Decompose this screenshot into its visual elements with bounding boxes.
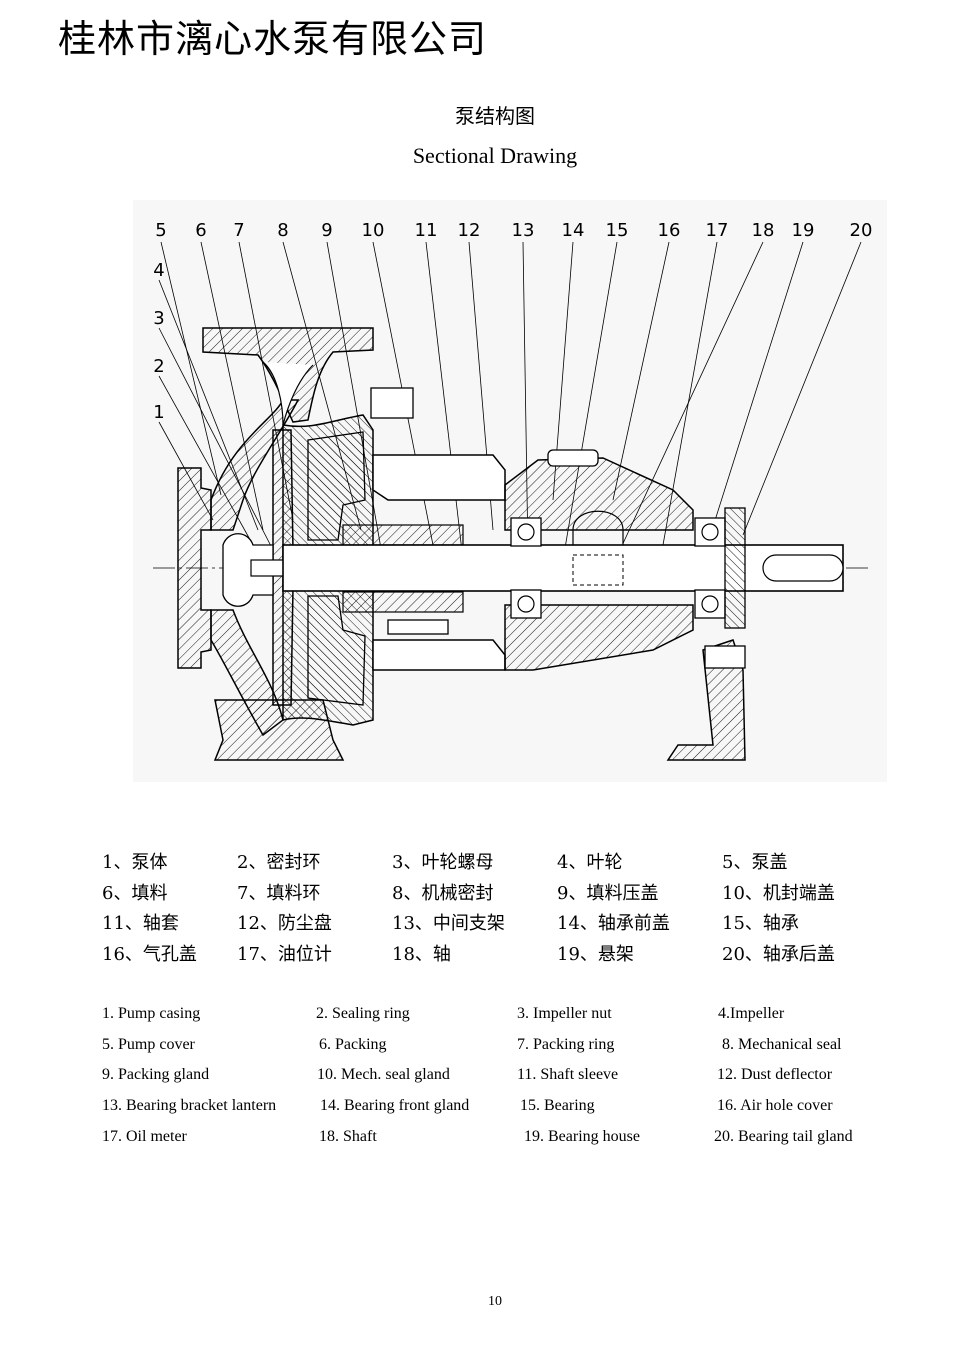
- callout-label-5: 5: [155, 220, 166, 241]
- legend-en-item: 17. Oil meter: [102, 1127, 187, 1145]
- rear-bearing-bottom: [694, 589, 726, 619]
- legend-cn-item: 17、油位计: [237, 943, 332, 965]
- callout-leader-3: [158, 327, 274, 551]
- legend-cn-item: 13、中间支架: [392, 913, 505, 934]
- callout-label-10: 10: [362, 220, 385, 241]
- shaft-key: [762, 554, 844, 582]
- legend-cn-item: 9、填料压盖: [557, 882, 659, 904]
- callout-label-2: 2: [153, 356, 164, 377]
- legend-en-item: 4.Impeller: [718, 1005, 785, 1022]
- company-name: 桂林市漓心水泵有限公司: [58, 17, 488, 61]
- bracket-lower: [372, 639, 506, 671]
- legend-en-item: 16. Air hole cover: [717, 1097, 833, 1115]
- oil-meter: [572, 510, 624, 545]
- callout-leader-16: [612, 241, 670, 501]
- legend-cn-item: 11、轴套: [102, 913, 179, 934]
- pump-cover-top: [307, 431, 366, 541]
- callout-label-8: 8: [277, 220, 288, 241]
- callout-label-18: 18: [752, 220, 775, 241]
- foot-bolt: [704, 645, 746, 669]
- legend-cn-item: 19、悬架: [557, 943, 634, 965]
- callout-label-19: 19: [792, 220, 815, 241]
- sectional-drawing: 5 6 7 8 9 10 11 12 13 14 15 16 17 18 19 20 4 3 2 1: [133, 200, 887, 782]
- legend-en-item: 7. Packing ring: [517, 1035, 615, 1053]
- legend-cn-item: 5、泵盖: [722, 852, 788, 873]
- legend-cn-item: 18、轴: [392, 943, 451, 965]
- callout-labels: 5 6 7 8 9 10 11 12 13 14 15 16 17 18 19 20 4 3 2 1: [153, 220, 872, 423]
- legend-cn-item: 1、泵体: [102, 852, 168, 873]
- callout-label-13: 13: [512, 220, 535, 241]
- callout-label-12: 12: [458, 220, 481, 241]
- legend-en-item: 20. Bearing tail gland: [714, 1127, 853, 1145]
- legend-en-item: 10. Mech. seal gland: [317, 1066, 450, 1084]
- callout-label-7: 7: [233, 220, 244, 241]
- legend-cn-item: 12、防尘盘: [237, 913, 332, 934]
- legend-cn-item: 14、轴承前盖: [557, 913, 670, 934]
- callout-leader-20: [742, 241, 862, 536]
- callout-label-16: 16: [658, 220, 681, 241]
- legend-cn-item: 6、填料: [102, 882, 168, 904]
- impeller-nut: [222, 533, 274, 607]
- seal-lower: [342, 591, 464, 613]
- callout-label-15: 15: [606, 220, 629, 241]
- legend-en-item: 6. Packing: [319, 1035, 387, 1053]
- pump-section-svg: 5 6 7 8 9 10 11 12 13 14 15 16 17 18 19 20 4 3 2 1: [133, 200, 887, 782]
- inlet-flange: [177, 467, 212, 669]
- legend-en-item: 1. Pump casing: [102, 1005, 201, 1022]
- legend-en-item: 2. Sealing ring: [316, 1005, 410, 1022]
- legend-en-item: 12. Dust deflector: [717, 1066, 833, 1084]
- legend-cn-item: 20、轴承后盖: [722, 943, 835, 965]
- legend-en-item: 19. Bearing house: [524, 1127, 640, 1145]
- legend-en-item: 9. Packing gland: [102, 1066, 210, 1084]
- legend-cn-item: 7、填料环: [237, 882, 321, 904]
- bracket-foot: [666, 639, 746, 761]
- bracket-upper: [372, 454, 506, 501]
- legend-en-item: 18. Shaft: [319, 1127, 377, 1145]
- callout-label-17: 17: [706, 220, 729, 241]
- legend-en-item: 15. Bearing: [520, 1097, 595, 1115]
- gland-bolt-top: [370, 387, 414, 419]
- legend-en-item: 14. Bearing front gland: [320, 1097, 470, 1115]
- callout-label-3: 3: [153, 308, 164, 329]
- shaft: [282, 544, 844, 592]
- front-bearing-bottom: [510, 589, 542, 619]
- legend-cn-item: 16、气孔盖: [102, 943, 197, 965]
- callout-label-14: 14: [562, 220, 585, 241]
- callout-label-11: 11: [415, 220, 438, 241]
- legend-cn-item: 8、机械密封: [392, 882, 494, 904]
- legend-en-item: 5. Pump cover: [102, 1035, 195, 1053]
- gland-bolt-bottom: [387, 619, 449, 635]
- bearing-house-bottom: [504, 604, 694, 671]
- callout-leader-11: [425, 241, 464, 561]
- callout-leader-6: [200, 241, 264, 531]
- legend-en-item: 11. Shaft sleeve: [517, 1066, 619, 1084]
- callout-label-4: 4: [153, 260, 164, 281]
- front-bearing-top: [510, 517, 542, 547]
- legend-cn-item: 4、叶轮: [557, 852, 623, 873]
- drawing-title-en: Sectional Drawing: [412, 143, 578, 168]
- pump-cover-bottom: [307, 595, 366, 706]
- legend-cn-item: 2、密封环: [237, 852, 321, 873]
- legend-en-item: 13. Bearing bracket lantern: [102, 1097, 277, 1115]
- legend-cn-item: 10、机封端盖: [722, 882, 835, 904]
- callout-label-1: 1: [153, 402, 164, 423]
- air-hole-cover: [547, 449, 599, 467]
- casing-foot: [213, 699, 345, 761]
- callout-label-6: 6: [195, 220, 206, 241]
- callout-leader-5: [160, 241, 222, 496]
- legend-cn-item: 15、轴承: [722, 913, 799, 934]
- rear-bearing-top: [694, 517, 726, 547]
- legend-en-item: 8. Mechanical seal: [722, 1035, 842, 1053]
- bearing-tail-gland: [724, 507, 746, 629]
- callout-label-9: 9: [321, 220, 332, 241]
- seal-upper: [342, 524, 464, 546]
- legend-en-item: 3. Impeller nut: [517, 1005, 612, 1022]
- legend-cn-item: 3、叶轮螺母: [392, 852, 494, 873]
- drawing-title-cn: 泵结构图: [455, 104, 535, 128]
- callout-label-20: 20: [850, 220, 873, 241]
- page-number: 10: [488, 1294, 502, 1309]
